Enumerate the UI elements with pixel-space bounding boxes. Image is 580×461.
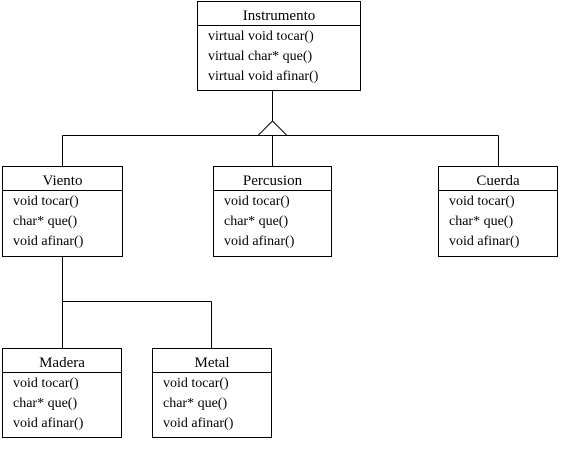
method-que: char* que() <box>163 396 228 411</box>
method-tocar: void tocar() <box>449 194 515 209</box>
class-name: Viento <box>3 167 122 191</box>
class-percusion: Percusion void tocar() char* que() void … <box>213 166 332 257</box>
inheritance-arrowhead <box>256 120 289 136</box>
method-afinar: void afinar() <box>224 234 295 249</box>
method-que: char* que() <box>224 214 289 229</box>
method-afinar: virtual void afinar() <box>208 69 319 84</box>
method-que: char* que() <box>449 214 514 229</box>
method-afinar: void afinar() <box>13 416 84 431</box>
class-cuerda: Cuerda void tocar() char* que() void afi… <box>438 166 558 257</box>
class-name: Percusion <box>214 167 331 191</box>
method-tocar: void tocar() <box>13 376 79 391</box>
method-afinar: void afinar() <box>449 234 520 249</box>
class-name: Cuerda <box>439 167 557 191</box>
method-afinar: void afinar() <box>163 416 234 431</box>
class-name: Madera <box>3 349 121 373</box>
method-que: char* que() <box>13 214 78 229</box>
method-tocar: void tocar() <box>224 194 290 209</box>
class-name: Metal <box>153 349 271 373</box>
class-metal: Metal void tocar() char* que() void afin… <box>152 348 272 438</box>
method-que: char* que() <box>13 396 78 411</box>
method-list: void tocar() char* que() void afinar() <box>153 373 271 434</box>
method-tocar: void tocar() <box>13 194 79 209</box>
method-que: virtual char* que() <box>208 49 313 64</box>
method-list: void tocar() char* que() void afinar() <box>439 191 557 252</box>
method-list: void tocar() char* que() void afinar() <box>3 373 121 434</box>
method-afinar: void afinar() <box>13 234 84 249</box>
method-list: void tocar() char* que() void afinar() <box>3 191 122 252</box>
method-list: void tocar() char* que() void afinar() <box>214 191 331 252</box>
method-list: virtual void tocar() virtual char* que()… <box>198 26 360 87</box>
class-name: Instrumento <box>198 2 360 26</box>
class-viento: Viento void tocar() char* que() void afi… <box>2 166 123 257</box>
method-tocar: virtual void tocar() <box>208 29 314 44</box>
class-instrumento: Instrumento virtual void tocar() virtual… <box>197 1 361 91</box>
class-madera: Madera void tocar() char* que() void afi… <box>2 348 122 438</box>
method-tocar: void tocar() <box>163 376 229 391</box>
